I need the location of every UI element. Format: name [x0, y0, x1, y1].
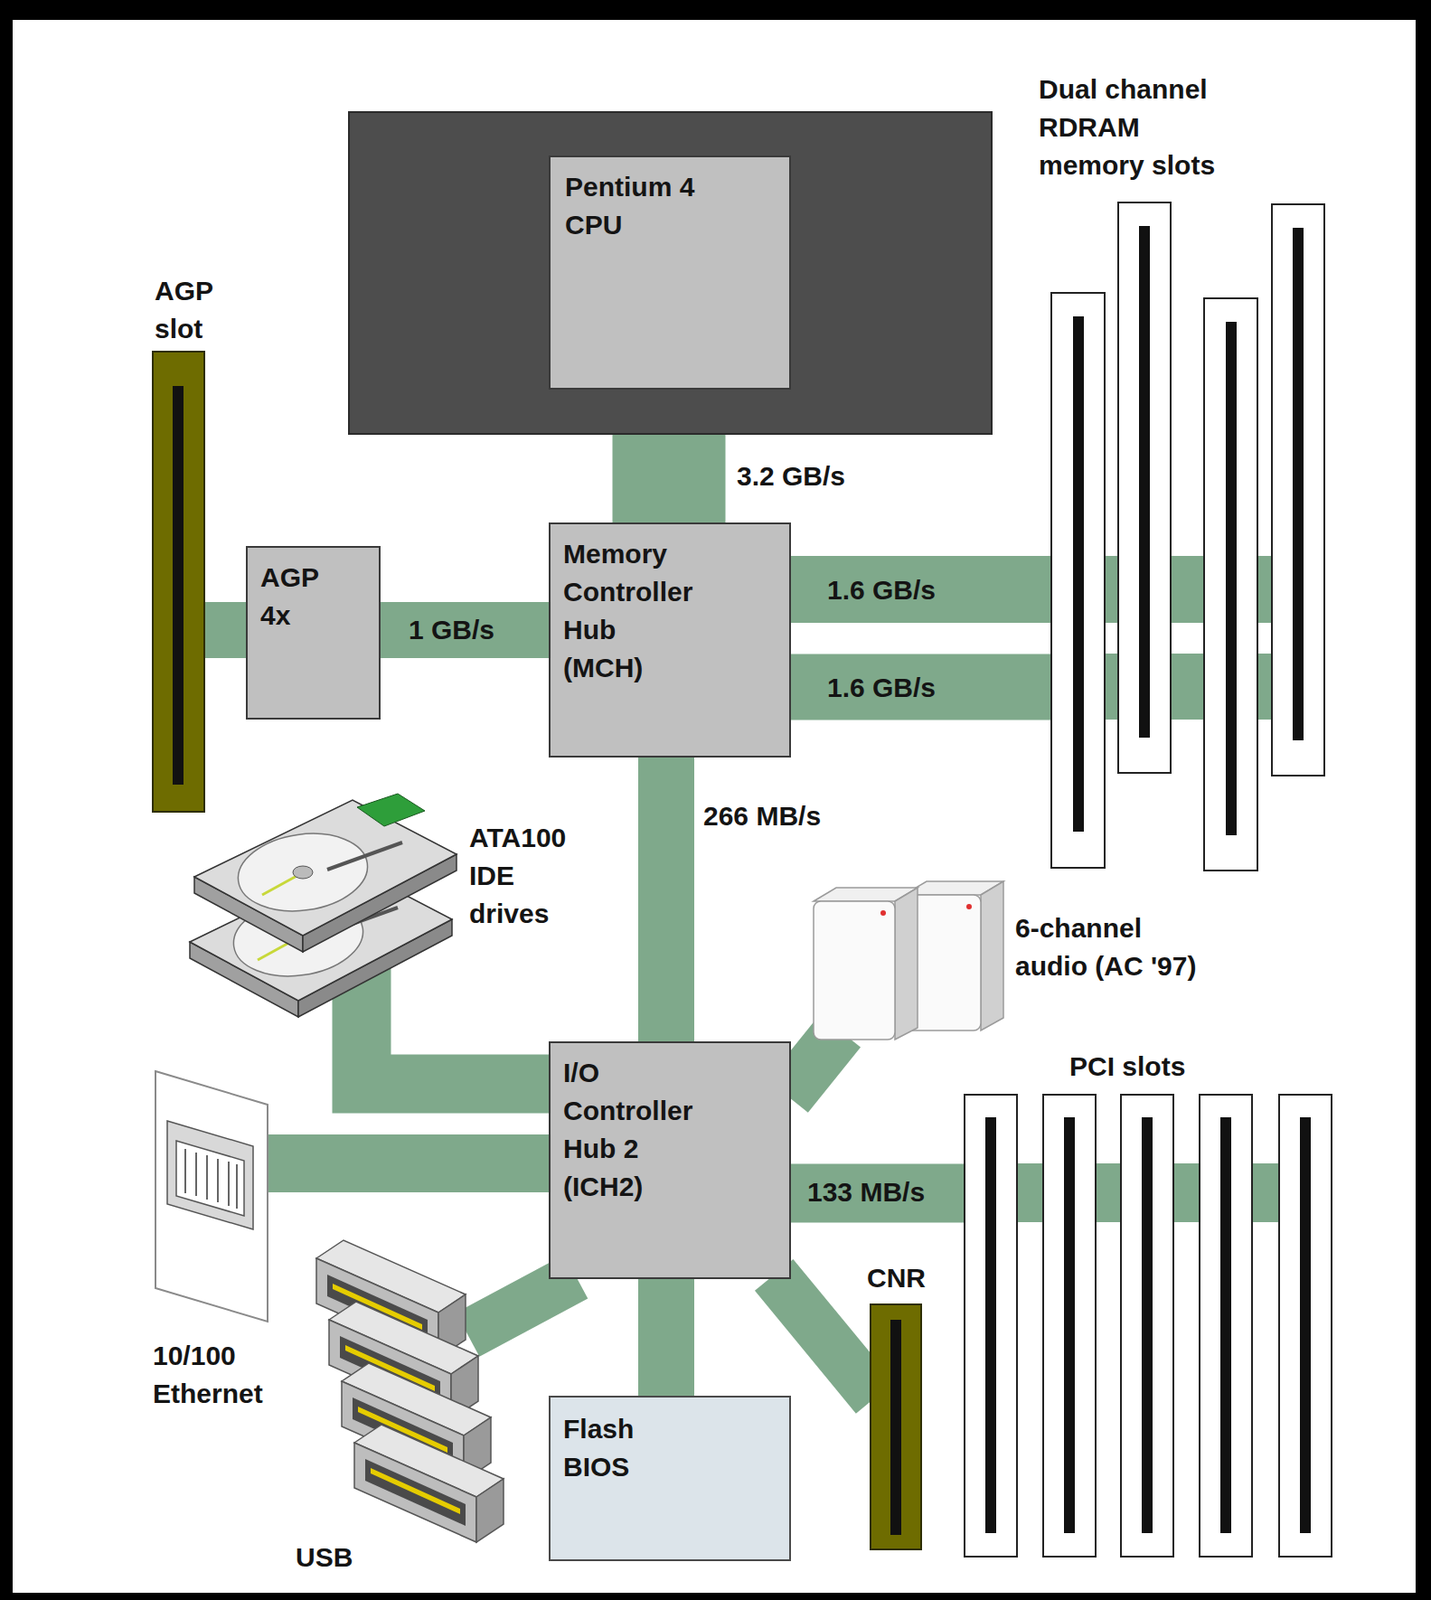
bus-band	[638, 1275, 695, 1400]
jack-contact	[206, 1155, 208, 1200]
slot-groove	[1299, 1117, 1311, 1534]
usb-end	[476, 1478, 504, 1543]
device-label: 10/100 Ethernet	[152, 1336, 316, 1413]
bus-band	[787, 1164, 970, 1224]
bus-band	[787, 1030, 840, 1096]
device-label: 6-channel audio (AC '97)	[1015, 909, 1213, 986]
wall-plate	[155, 1071, 268, 1322]
bus-band	[787, 555, 1057, 623]
bandwidth-label: 1.6 GB/s	[825, 574, 938, 606]
ethernet-jack	[155, 1071, 268, 1322]
drive-hub	[292, 866, 313, 879]
jack-contact	[216, 1158, 219, 1203]
pci-slot-group: PCI slots	[964, 1094, 1332, 1557]
bandwidth-label: 1.6 GB/s	[825, 672, 938, 704]
device-label: ATA100 IDE drives	[469, 819, 585, 933]
slot-group-heading: Dual channel RDRAM memory slots	[1038, 70, 1245, 185]
bandwidth-label: 266 MB/s	[701, 800, 823, 832]
slot-groove	[1139, 225, 1150, 738]
bus-band	[376, 602, 553, 659]
speaker	[813, 887, 918, 1040]
slot-groove	[1073, 316, 1084, 832]
slot-group-heading: PCI slots	[1069, 1047, 1251, 1086]
jack-contact	[235, 1164, 238, 1209]
rdram-slot	[1118, 202, 1171, 773]
box-label: Memory Controller Hub (MCH)	[563, 535, 701, 688]
usb-connector	[354, 1424, 504, 1543]
jack-housing	[167, 1120, 254, 1230]
ethernet-port: 10/100 Ethernet	[155, 1071, 268, 1322]
slot-groove	[1063, 1117, 1075, 1534]
slot-label: CNR	[866, 1259, 949, 1298]
cpu-box: Pentium 4 CPU	[548, 155, 791, 390]
slot-label: AGP slot	[154, 272, 241, 349]
slot-groove	[1141, 1117, 1153, 1534]
ide-drive-group: ATA100 IDE drives	[188, 795, 457, 995]
bandwidth-label: 133 MB/s	[805, 1176, 927, 1208]
rdram-slot	[1051, 292, 1105, 868]
pci-slot	[964, 1094, 1017, 1557]
usb-port-group: USB	[316, 1240, 484, 1557]
speaker-front	[813, 901, 895, 1040]
speaker-side	[980, 881, 1004, 1031]
bandwidth-label: 3.2 GB/s	[734, 461, 848, 492]
rdram-slot	[1204, 298, 1258, 871]
cpu-package	[348, 112, 992, 434]
slot-groove	[1220, 1117, 1232, 1534]
agp-slot-body	[152, 351, 205, 812]
speaker-side	[894, 887, 918, 1040]
audio-speakers: 6-channel audio (AC '97)	[809, 879, 1006, 1042]
box-label: AGP 4x	[260, 558, 333, 635]
memory-slot-group: Dual channel RDRAM memory slots	[1051, 202, 1325, 871]
slot-groove	[1225, 321, 1237, 836]
usb-side	[354, 1442, 477, 1543]
cnr-slot-body	[870, 1304, 922, 1550]
usb-opening	[365, 1459, 466, 1526]
pci-slot	[1043, 1094, 1096, 1557]
agp-slot: AGP slot	[152, 351, 205, 812]
bandwidth-label: 1 GB/s	[406, 614, 497, 646]
drive-arm	[327, 842, 403, 870]
box-label: I/O Controller Hub 2 (ICH2)	[563, 1054, 701, 1206]
rdram-slot	[1271, 204, 1325, 776]
bus-band	[638, 753, 695, 1046]
drive-board	[357, 793, 425, 827]
drive-platter	[233, 825, 373, 919]
bus-band	[467, 1276, 576, 1335]
usb-pins	[370, 1468, 461, 1515]
bus-band	[258, 1134, 553, 1193]
speaker-led	[880, 910, 886, 916]
jack-contact	[227, 1161, 230, 1206]
jack-contact	[184, 1148, 187, 1194]
device-label: USB	[295, 1538, 386, 1577]
hub-box: I/O Controller Hub 2 (ICH2)	[548, 1041, 791, 1280]
jack-contact	[195, 1152, 198, 1196]
box-label: Flash BIOS	[563, 1410, 701, 1487]
jack-opening	[176, 1140, 245, 1216]
slot-groove	[1292, 227, 1304, 741]
platter-sheen	[262, 875, 299, 895]
bus-band	[787, 654, 1057, 721]
slot-groove	[172, 385, 184, 785]
bus-band	[361, 965, 553, 1084]
agp-bridge-box: AGP 4x	[245, 546, 381, 720]
bus-band	[773, 1274, 876, 1398]
drive-top	[194, 800, 457, 936]
slot-groove	[985, 1117, 997, 1534]
slot-groove	[890, 1319, 902, 1535]
pci-slot	[1199, 1094, 1253, 1557]
box-label: Pentium 4 CPU	[564, 168, 710, 245]
hard-drive	[194, 793, 457, 952]
pci-slot	[1120, 1094, 1174, 1557]
hub-box: Memory Controller Hub (MCH)	[548, 522, 791, 758]
pci-slot	[1279, 1094, 1332, 1557]
bios-box: Flash BIOS	[548, 1395, 791, 1562]
speaker-led	[966, 903, 972, 910]
cnr-slot: CNR	[870, 1304, 922, 1550]
speaker	[903, 881, 1004, 1031]
